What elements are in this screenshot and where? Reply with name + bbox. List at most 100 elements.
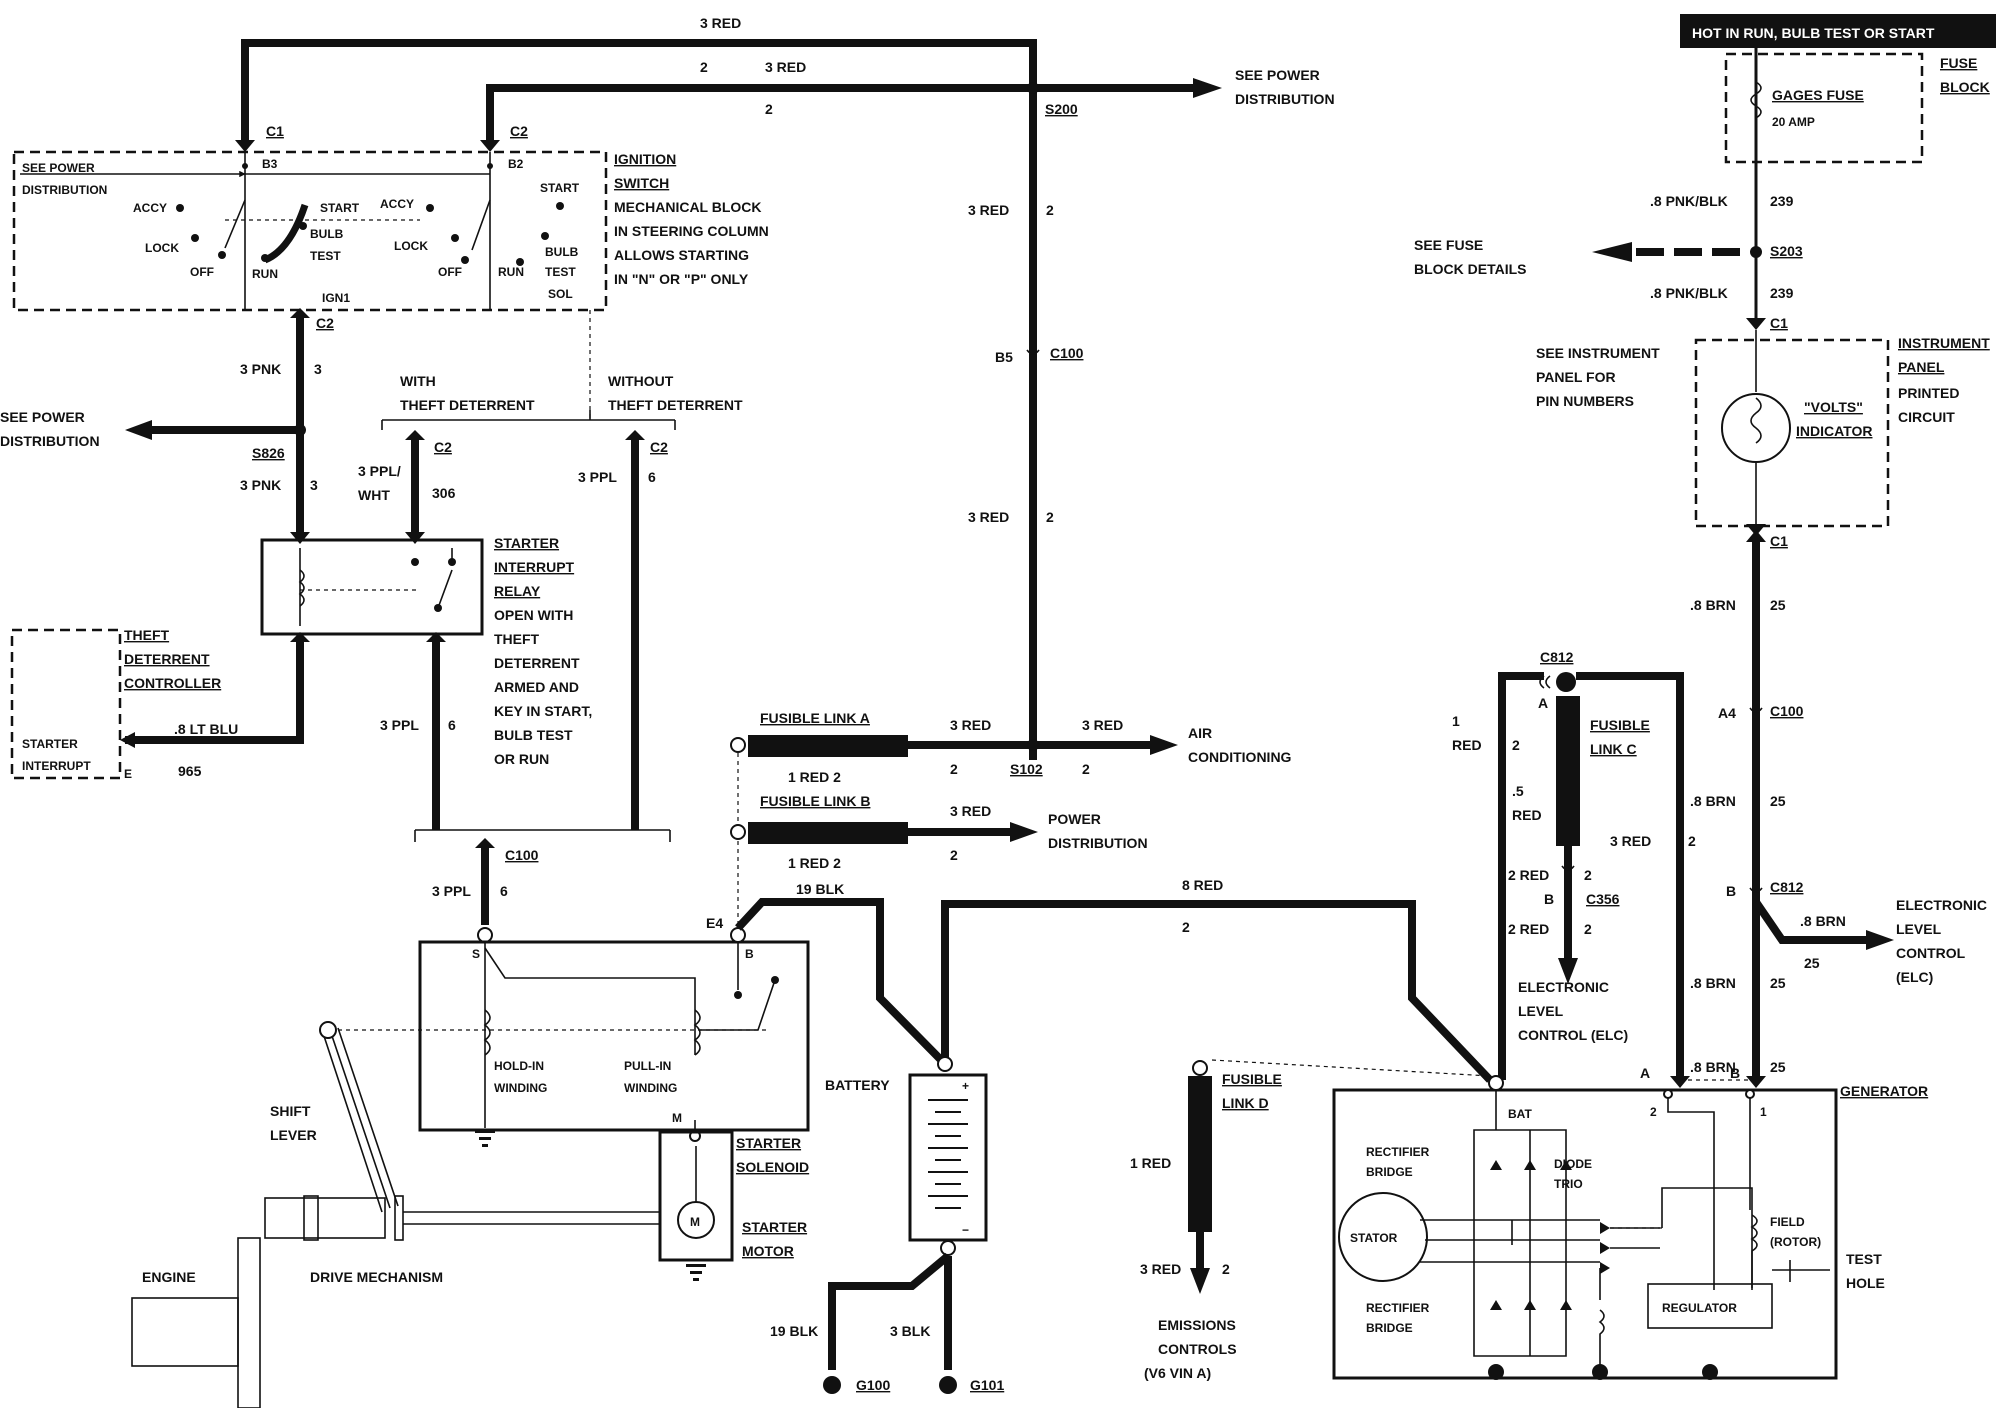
wire-3red-top (241, 39, 1037, 760)
fusible-link-d (1188, 1076, 1212, 1232)
svg-text:6: 6 (648, 469, 656, 485)
svg-text:2: 2 (700, 59, 708, 75)
svg-text:20 AMP: 20 AMP (1772, 115, 1815, 129)
generator (1332, 1088, 1838, 1380)
regulator (1647, 1283, 1773, 1329)
svg-text:3 RED: 3 RED (1610, 833, 1651, 849)
splice-s200 (1027, 82, 1039, 94)
svg-text:.8 BRN: .8 BRN (1690, 1059, 1736, 1075)
svg-text:RUN: RUN (252, 267, 278, 281)
svg-text:E: E (124, 767, 132, 781)
svg-text:3 PPL: 3 PPL (432, 883, 471, 899)
svg-text:2: 2 (1650, 1105, 1657, 1119)
svg-text:C100: C100 (1770, 703, 1804, 719)
engine (131, 1297, 239, 1367)
svg-text:IN "N" OR "P" ONLY: IN "N" OR "P" ONLY (614, 271, 749, 287)
svg-text:+: + (962, 1079, 969, 1093)
svg-text:OFF: OFF (438, 265, 462, 279)
svg-text:TRIO: TRIO (1554, 1177, 1583, 1191)
svg-text:"VOLTS": "VOLTS" (1804, 399, 1863, 415)
svg-text:OPEN WITH: OPEN WITH (494, 607, 573, 623)
wire-19blk-gnd (828, 1252, 951, 1370)
svg-text:3 RED: 3 RED (968, 509, 1009, 525)
svg-text:M: M (672, 1111, 682, 1125)
svg-text:WINDING: WINDING (494, 1081, 547, 1095)
svg-text:STARTER: STARTER (22, 737, 78, 751)
svg-text:3 PPL/: 3 PPL/ (358, 463, 401, 479)
svg-text:LOCK: LOCK (394, 239, 428, 253)
svg-text:POWER: POWER (1048, 811, 1101, 827)
svg-text:3 PNK: 3 PNK (240, 477, 281, 493)
svg-text:(ELC): (ELC) (1896, 969, 1933, 985)
svg-text:.5: .5 (1512, 783, 1524, 799)
svg-text:STARTER: STARTER (736, 1135, 801, 1151)
svg-text:239: 239 (1770, 193, 1794, 209)
svg-text:WITH: WITH (400, 373, 436, 389)
svg-text:.8 BRN: .8 BRN (1690, 597, 1736, 613)
svg-text:CONTROL: CONTROL (1896, 945, 1966, 961)
svg-text:G100: G100 (856, 1377, 890, 1393)
svg-text:ELECTRONIC: ELECTRONIC (1896, 897, 1987, 913)
svg-text:19 BLK: 19 BLK (796, 881, 844, 897)
svg-text:GENERATOR: GENERATOR (1840, 1083, 1928, 1099)
wire-8red (941, 900, 1493, 1083)
svg-text:(ROTOR): (ROTOR) (1770, 1235, 1821, 1249)
svg-text:RED: RED (1512, 807, 1542, 823)
svg-text:BULB: BULB (310, 227, 344, 241)
svg-text:LOCK: LOCK (145, 241, 179, 255)
svg-text:1 RED 2: 1 RED 2 (788, 855, 841, 871)
svg-text:WHT: WHT (358, 487, 390, 503)
svg-text:2: 2 (765, 101, 773, 117)
svg-text:PULL-IN: PULL-IN (624, 1059, 671, 1073)
svg-text:RED: RED (1452, 737, 1482, 753)
svg-text:PRINTED: PRINTED (1898, 385, 1959, 401)
svg-text:2: 2 (1688, 833, 1696, 849)
svg-text:TEST: TEST (1846, 1251, 1882, 1267)
svg-text:1 RED 2: 1 RED 2 (788, 769, 841, 785)
svg-text:IGNITION: IGNITION (614, 151, 676, 167)
svg-text:2: 2 (1584, 867, 1592, 883)
svg-text:3: 3 (310, 477, 318, 493)
svg-text:DISTRIBUTION: DISTRIBUTION (1048, 835, 1148, 851)
svg-text:DIODE: DIODE (1554, 1157, 1592, 1171)
svg-text:C100: C100 (505, 847, 539, 863)
svg-text:S203: S203 (1770, 243, 1803, 259)
svg-text:SHIFT: SHIFT (270, 1103, 311, 1119)
svg-text:25: 25 (1770, 793, 1786, 809)
svg-text:239: 239 (1770, 285, 1794, 301)
svg-text:.8 BRN: .8 BRN (1690, 793, 1736, 809)
svg-text:INTERRUPT: INTERRUPT (494, 559, 575, 575)
svg-text:MOTOR: MOTOR (742, 1243, 794, 1259)
svg-text:CONTROL (ELC): CONTROL (ELC) (1518, 1027, 1628, 1043)
svg-text:HOLE: HOLE (1846, 1275, 1885, 1291)
svg-text:DISTRIBUTION: DISTRIBUTION (1235, 91, 1335, 107)
svg-text:C1: C1 (1770, 533, 1788, 549)
svg-text:C1: C1 (1770, 315, 1788, 331)
starter-solenoid-box (418, 940, 810, 1132)
svg-text:START: START (540, 181, 580, 195)
svg-text:C812: C812 (1770, 879, 1804, 895)
svg-text:CONTROLLER: CONTROLLER (124, 675, 221, 691)
svg-text:SEE POWER: SEE POWER (22, 161, 95, 175)
svg-text:25: 25 (1770, 975, 1786, 991)
svg-text:8 RED: 8 RED (1182, 877, 1223, 893)
svg-text:2: 2 (1222, 1261, 1230, 1277)
svg-text:3 RED: 3 RED (765, 59, 806, 75)
fusible-link-b (748, 822, 908, 844)
svg-text:RECTIFIER: RECTIFIER (1366, 1145, 1430, 1159)
svg-text:6: 6 (500, 883, 508, 899)
svg-text:RECTIFIER: RECTIFIER (1366, 1301, 1430, 1315)
svg-text:CONDITIONING: CONDITIONING (1188, 749, 1292, 765)
svg-text:OFF: OFF (190, 265, 214, 279)
svg-text:RUN: RUN (498, 265, 524, 279)
svg-text:DISTRIBUTION: DISTRIBUTION (22, 183, 107, 197)
svg-text:B: B (1730, 1065, 1740, 1081)
svg-text:C2: C2 (434, 439, 452, 455)
svg-text:19 BLK: 19 BLK (770, 1323, 818, 1339)
svg-text:C1: C1 (266, 123, 284, 139)
svg-text:CIRCUIT: CIRCUIT (1898, 409, 1955, 425)
svg-text:CONTROLS: CONTROLS (1158, 1341, 1237, 1357)
svg-text:3 RED: 3 RED (700, 15, 741, 31)
